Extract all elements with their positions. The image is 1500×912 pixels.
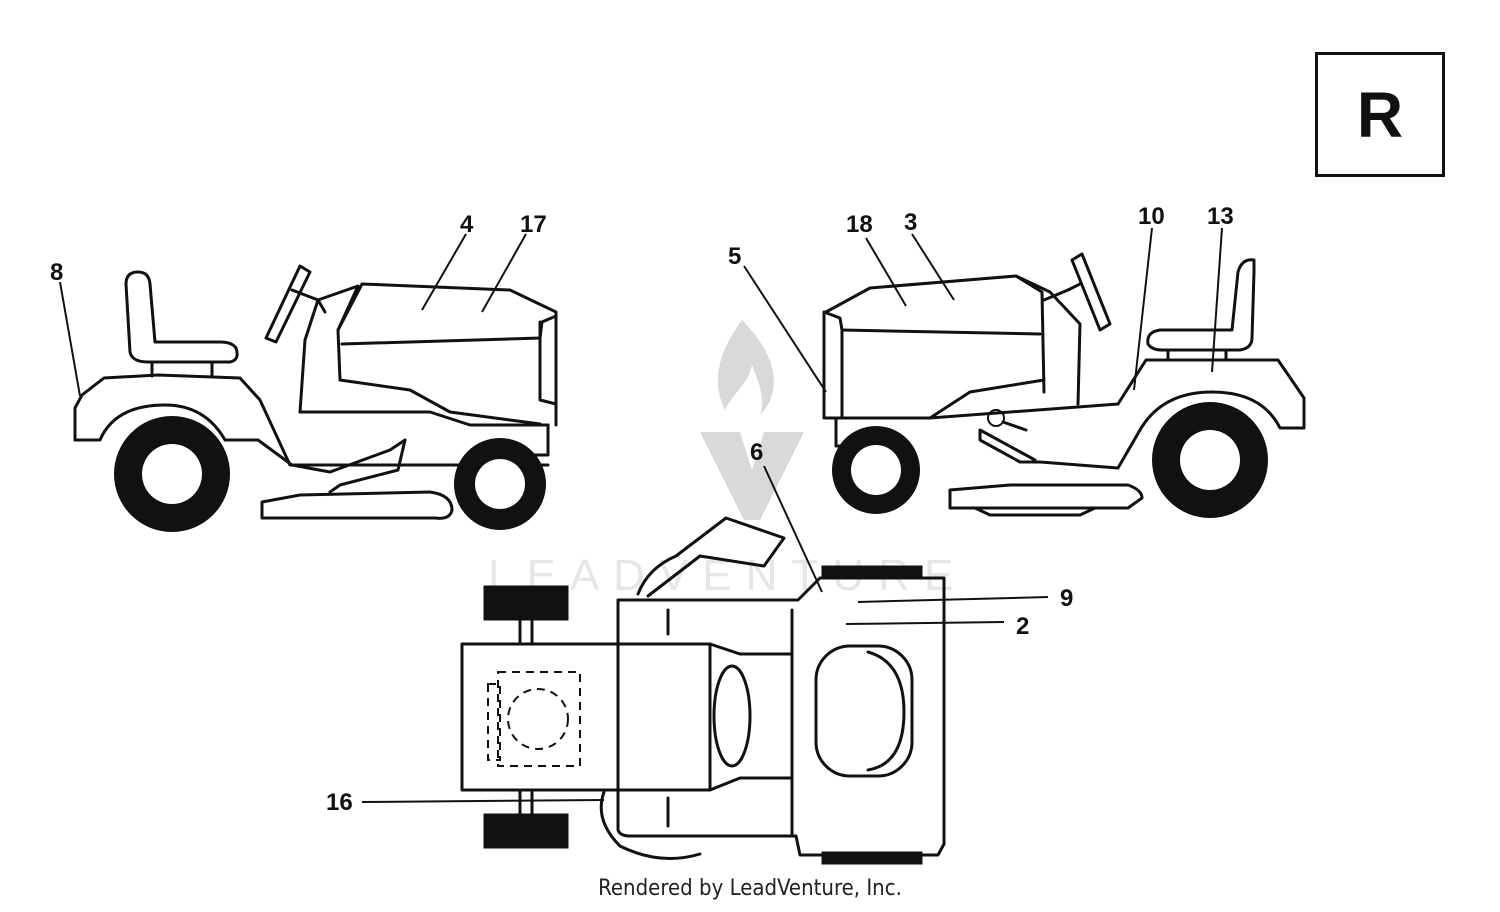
callout-9: 9: [1060, 585, 1073, 612]
callout-16: 16: [326, 789, 353, 816]
callout-labels: 8 4 17 5 18 3 10 13 6 9 2 16: [50, 203, 1234, 816]
callout-10: 10: [1138, 203, 1165, 230]
callout-17: 17: [520, 211, 547, 238]
footer-credit: Rendered by LeadVenture, Inc.: [598, 876, 902, 901]
callout-13: 13: [1207, 203, 1234, 230]
rear-right-tire: [821, 851, 923, 865]
front-right-wheel: [483, 813, 569, 849]
callout-3: 3: [904, 209, 917, 236]
front-left-wheel: [483, 585, 569, 621]
callout-6: 6: [750, 439, 763, 466]
tractor-right-side-view: [822, 252, 1306, 518]
view-label-box: R: [1315, 52, 1445, 177]
callout-8: 8: [50, 259, 63, 286]
callout-leaders: [59, 227, 1223, 803]
callout-2: 2: [1016, 613, 1029, 640]
tractor-left-side-view: [73, 264, 558, 532]
view-label: R: [1356, 78, 1404, 151]
callout-18: 18: [846, 211, 873, 238]
callout-4: 4: [460, 211, 474, 238]
rear-left-tire: [821, 565, 923, 579]
callout-5: 5: [728, 243, 741, 270]
